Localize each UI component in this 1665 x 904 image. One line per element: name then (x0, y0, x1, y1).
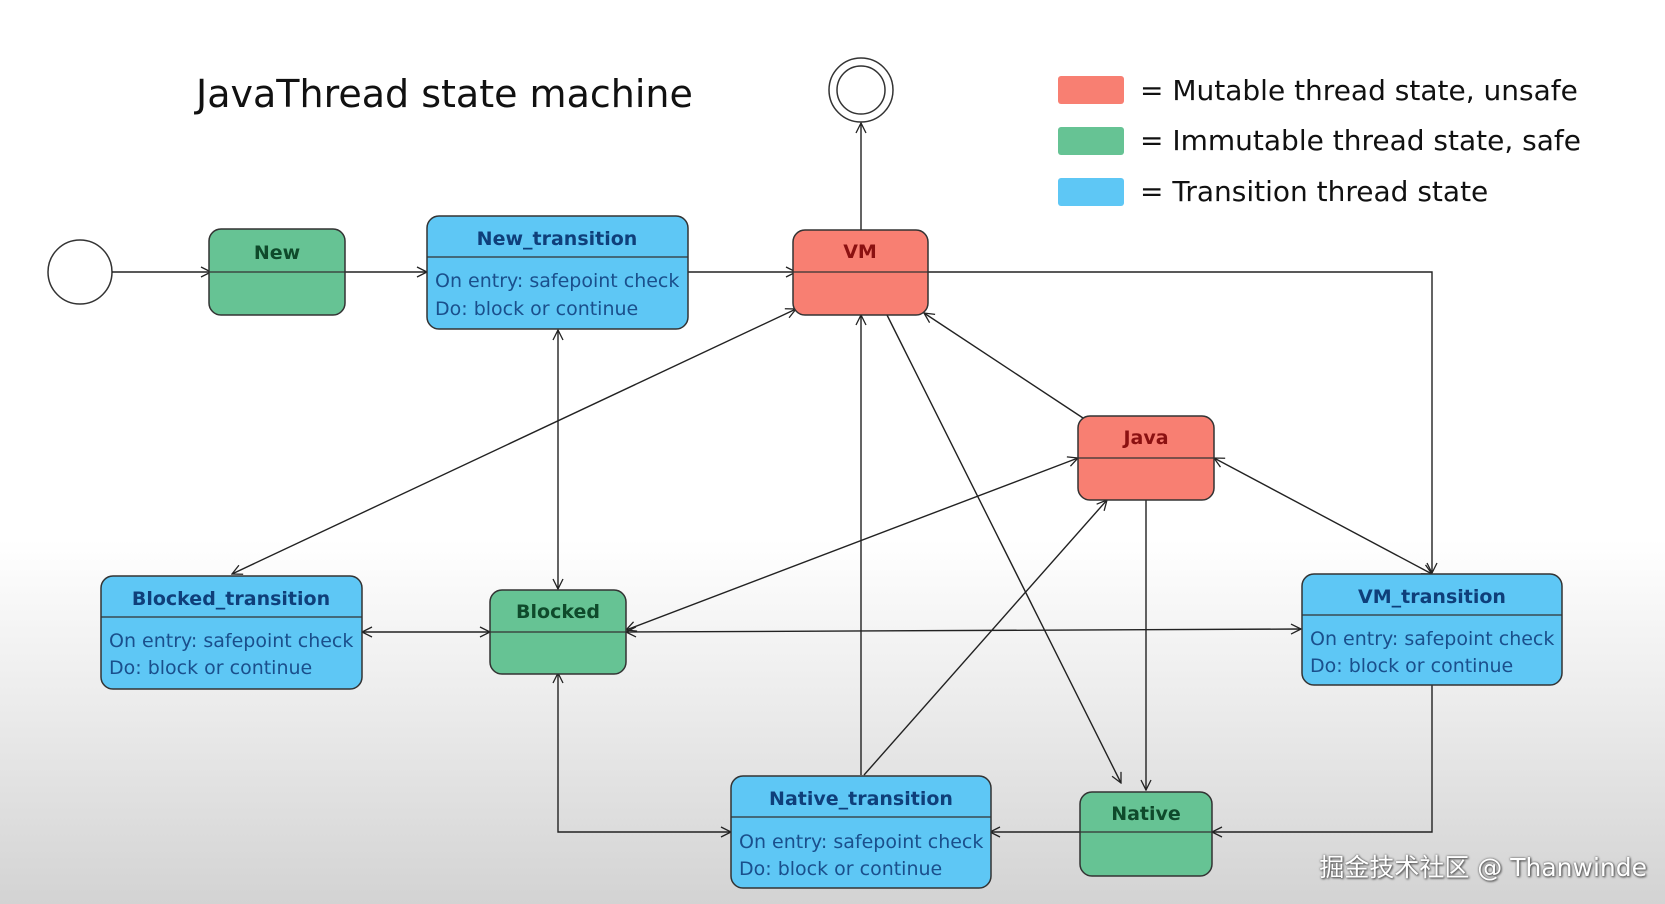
state-new-transition-title: New_transition (477, 228, 638, 250)
transition-edges (112, 123, 1432, 832)
state-vm-transition: VM_transition On entry: safepoint check … (1301, 573, 1563, 686)
edge-vm-blocked-transition (232, 309, 796, 574)
state-vm-transition-title: VM_transition (1358, 586, 1506, 608)
state-native-transition-do: Do: block or continue (739, 858, 942, 880)
edge-native-transition-to-java (863, 500, 1107, 776)
state-native-title: Native (1111, 803, 1181, 825)
edge-vm-transition-to-native (1212, 684, 1433, 832)
state-vm-transition-entry: On entry: safepoint check (1310, 628, 1554, 650)
edge-blocked-vm-transition (626, 629, 1301, 632)
state-vm-title: VM (843, 241, 877, 263)
state-vm: VM (792, 229, 929, 316)
state-new-title: New (254, 242, 300, 264)
state-native-transition: Native_transition On entry: safepoint ch… (730, 775, 992, 889)
state-new: New (208, 228, 346, 316)
state-native: Native (1079, 791, 1213, 877)
legend-swatch-transition (1058, 178, 1124, 206)
legend-label-immutable: = Immutable thread state, safe (1140, 124, 1581, 157)
legend: = Mutable thread state, unsafe = Immutab… (1058, 74, 1581, 208)
state-vm-transition-do: Do: block or continue (1310, 655, 1513, 677)
edge-vm-to-native (886, 314, 1121, 783)
state-java-title: Java (1121, 427, 1168, 449)
initial-state-circle (47, 239, 113, 305)
legend-label-mutable: = Mutable thread state, unsafe (1140, 74, 1578, 107)
legend-label-transition: = Transition thread state (1140, 175, 1488, 208)
edge-java-to-vm (924, 313, 1084, 419)
state-native-transition-entry: On entry: safepoint check (739, 831, 983, 853)
state-blocked-transition-do: Do: block or continue (109, 657, 312, 679)
edge-native-transition-blocked (558, 673, 731, 832)
edge-blocked-java (626, 458, 1078, 630)
state-native-transition-title: Native_transition (769, 788, 953, 810)
state-new-transition: New_transition On entry: safepoint check… (426, 215, 689, 330)
edge-java-vm-transition (1214, 458, 1432, 574)
state-java: Java (1077, 415, 1215, 501)
state-new-transition-entry: On entry: safepoint check (435, 270, 679, 292)
legend-swatch-mutable (1058, 76, 1124, 104)
watermark-text: 掘金技术社区 @ Thanwinde (1319, 853, 1647, 882)
state-blocked-transition: Blocked_transition On entry: safepoint c… (100, 575, 363, 690)
legend-swatch-immutable (1058, 127, 1124, 155)
state-new-transition-do: Do: block or continue (435, 298, 638, 320)
state-blocked-transition-title: Blocked_transition (132, 588, 330, 610)
final-state-circle (828, 57, 894, 123)
state-blocked-title: Blocked (516, 601, 600, 623)
state-blocked: Blocked (489, 589, 627, 675)
diagram-title: JavaThread state machine (194, 72, 693, 116)
state-blocked-transition-entry: On entry: safepoint check (109, 630, 353, 652)
